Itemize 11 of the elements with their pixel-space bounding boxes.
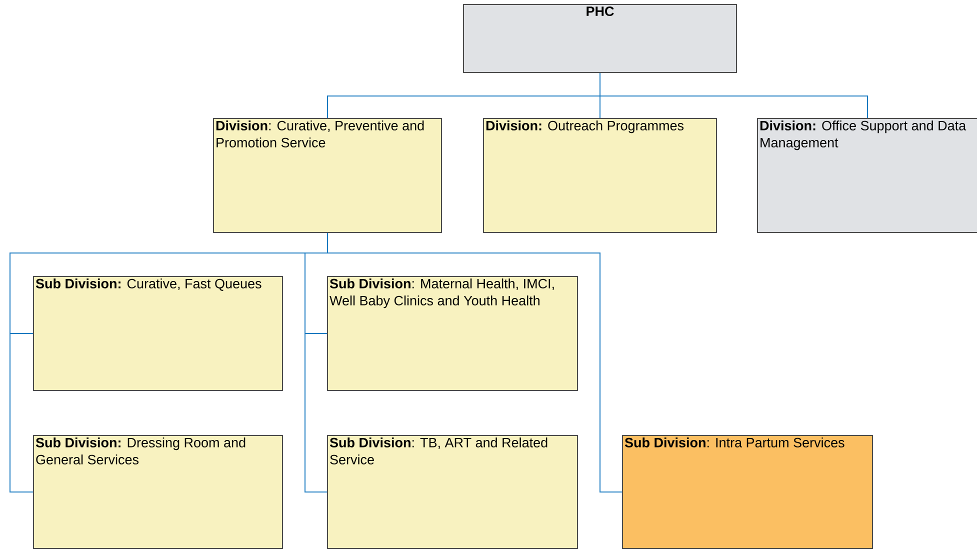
org-box: Sub Division: Curative, Fast Queues xyxy=(33,276,283,391)
org-box: Sub Division: Maternal Health, IMCI, Well Baby Clinics and Youth Health xyxy=(327,276,578,391)
org-box: Sub Division: Dressing Room and General Services xyxy=(33,435,283,549)
org-box: Division: Curative, Preventive and Promotion Service xyxy=(213,118,442,233)
org-box: Sub Division: Intra Partum Services xyxy=(622,435,873,549)
org-box: PHC xyxy=(463,4,737,73)
org-box: Division: Outreach Programmes xyxy=(483,118,717,233)
connector-line xyxy=(600,72,868,118)
org-box: Division: Office Support and Data Management xyxy=(757,118,977,233)
connector-line xyxy=(327,232,622,492)
org-box: Sub Division: TB, ART and Related Service xyxy=(327,435,578,549)
